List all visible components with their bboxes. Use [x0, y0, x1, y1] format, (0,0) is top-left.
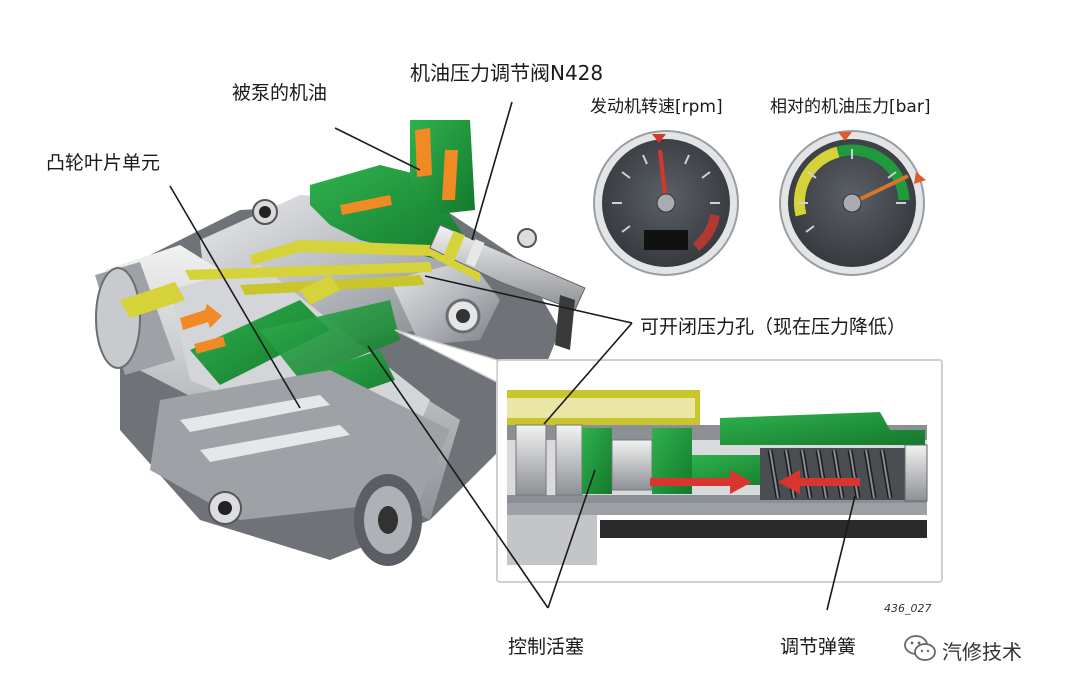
pressure-gauge	[779, 130, 926, 276]
figure-number: 436_027	[884, 602, 932, 615]
engine-housing	[95, 120, 560, 566]
label-pressure-port: 可开闭压力孔（现在压力降低）	[640, 316, 907, 338]
leader-lines	[169, 101, 856, 611]
label-pumped-oil: 被泵的机油	[232, 82, 328, 104]
valve-n428	[429, 224, 586, 350]
leader-pumped-oil	[334, 127, 421, 171]
leader-vane-unit	[169, 185, 301, 409]
label-vane-unit: 凸轮叶片单元	[46, 152, 161, 174]
leader-piston-b	[547, 469, 596, 609]
wechat-icon	[904, 635, 936, 661]
pressure-gauge-title: 相对的机油压力[bar]	[770, 97, 931, 117]
rpm-gauge	[593, 130, 739, 276]
spring	[760, 448, 910, 500]
label-control-piston: 控制活塞	[508, 636, 585, 658]
force-arrows	[650, 470, 860, 494]
leader-port-b	[543, 322, 633, 425]
rpm-gauge-title: 发动机转速[rpm]	[590, 97, 723, 117]
leader-port-a	[424, 275, 633, 324]
detail-inset	[394, 329, 943, 583]
watermark-text: 汽修技术	[942, 640, 1022, 664]
label-adjust-spring: 调节弹簧	[780, 636, 857, 658]
label-valve-n428: 机油压力调节阀N428	[410, 61, 604, 85]
leader-piston-a	[367, 345, 549, 609]
leader-valve	[471, 101, 513, 241]
leader-spring	[826, 495, 856, 611]
